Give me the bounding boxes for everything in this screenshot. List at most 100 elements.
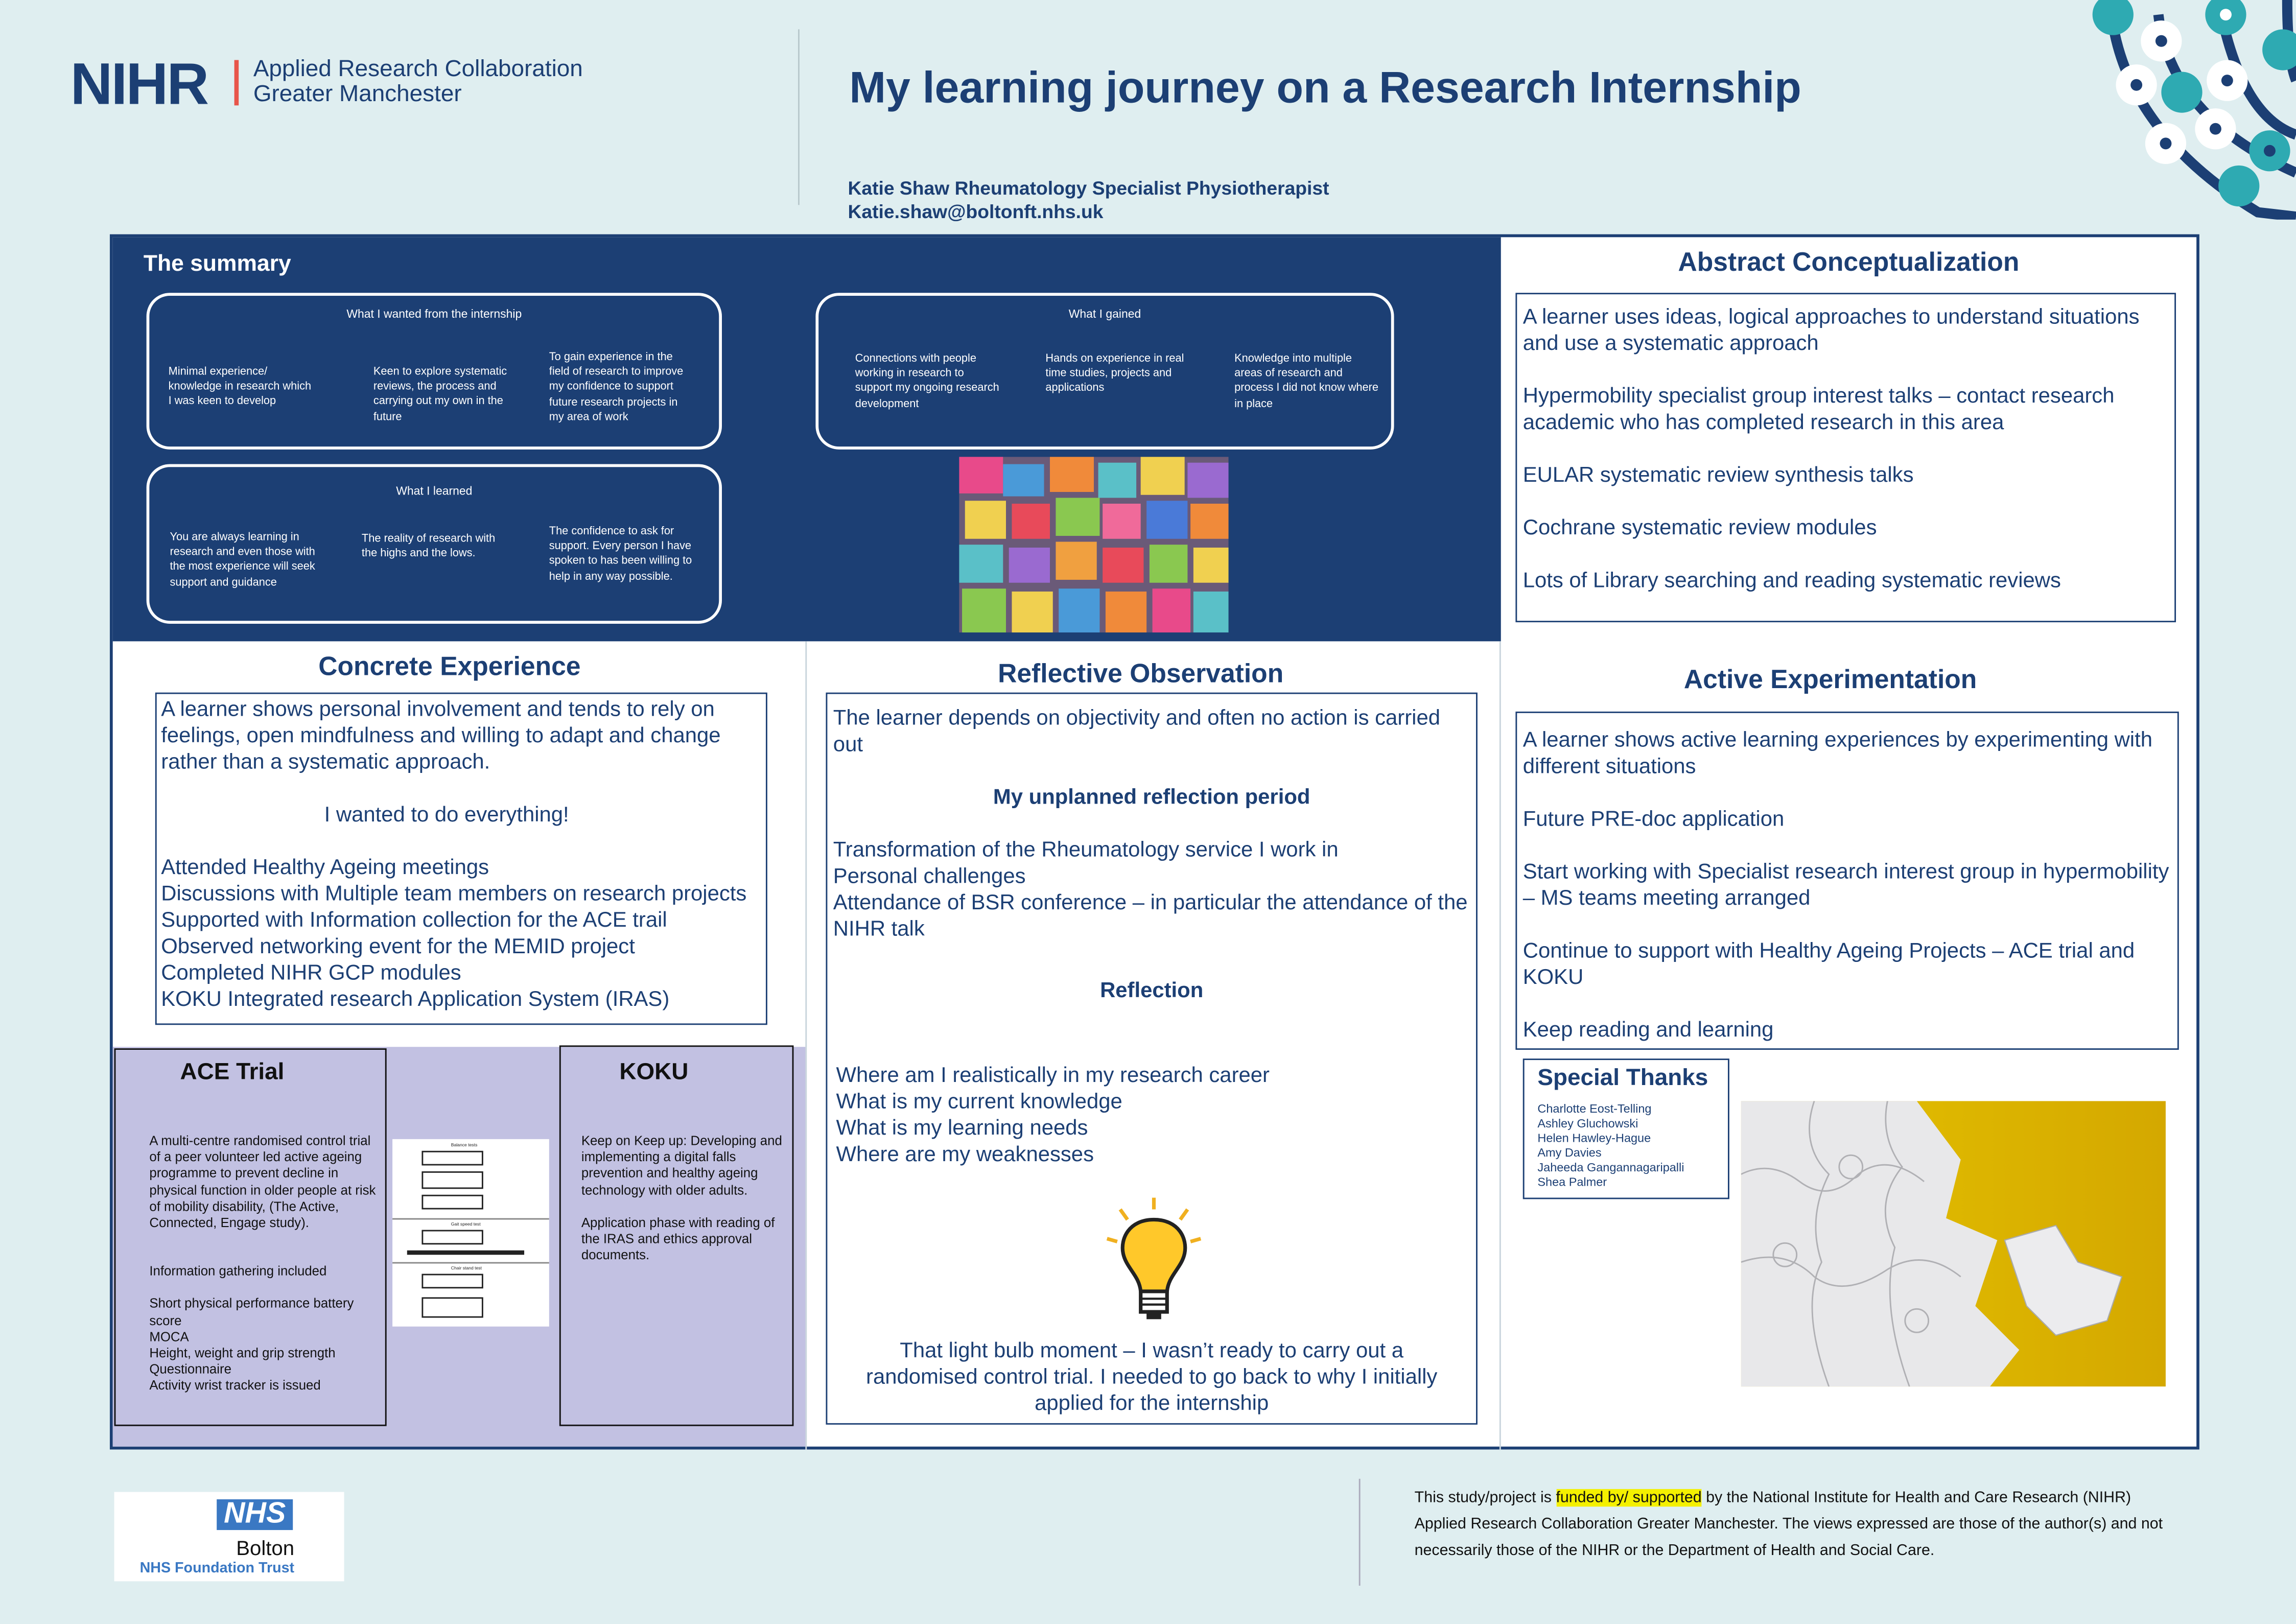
abstract-item: Hypermobility specialist group interest …: [1522, 385, 2115, 435]
figure-gait-label: Gait speed test: [451, 1221, 481, 1227]
funding-text: by the National Institute for Health and…: [1414, 1489, 2163, 1560]
concrete-title: Concrete Experience: [318, 651, 581, 681]
light-bulb-moment: That light bulb moment – I wasn’t ready …: [866, 1339, 1438, 1416]
thanks-name: Ashley Gluchowski: [1537, 1117, 1638, 1131]
wanted-item: Minimal experience/ knowledge in researc…: [168, 364, 312, 408]
concrete-item: KOKU Integrated research Application Sys…: [161, 988, 670, 1012]
reflective-title: Reflective Observation: [998, 658, 1284, 689]
koku-description: Keep on Keep up: Developing and implemen…: [581, 1133, 782, 1197]
reflection-period-heading: My unplanned reflection period: [993, 786, 1310, 810]
reflective-item: Attendance of BSR conference – in partic…: [833, 891, 1468, 942]
thanks-name: Jaheeda Gangannagaripalli: [1537, 1161, 1684, 1174]
learned-item: The confidence to ask for support. Every…: [549, 524, 692, 582]
bolton-nhs-logo: NHS Bolton NHS Foundation Trust: [114, 1492, 344, 1582]
ace-item: Height, weight and grip strength: [149, 1346, 336, 1360]
ace-info-heading: Information gathering included: [149, 1264, 327, 1279]
koku-description-2: Application phase with reading of the IR…: [581, 1215, 775, 1263]
light-bulb-icon: [1106, 1197, 1202, 1320]
abstract-title: Abstract Conceptualization: [1678, 247, 2020, 277]
learned-heading: What I learned: [396, 484, 473, 498]
reflection-question: Where are my weaknesses: [836, 1143, 1094, 1167]
koku-box: KOKU Keep on Keep up: Developing and imp…: [559, 1045, 794, 1426]
active-item: Start working with Specialist research i…: [1522, 861, 2169, 911]
author-email[interactable]: Katie.shaw@boltonft.nhs.uk: [848, 200, 1104, 223]
abstract-box: A learner uses ideas, logical approaches…: [1515, 293, 2176, 623]
gained-heading: What I gained: [1068, 307, 1141, 321]
reflective-item: Personal challenges: [833, 865, 1026, 889]
concrete-intro: A learner shows personal involvement and…: [161, 698, 721, 775]
summary-section: The summary What I wanted from the inter…: [112, 237, 1501, 642]
thanks-title: Special Thanks: [1537, 1066, 1708, 1091]
abstract-item: A learner uses ideas, logical approaches…: [1522, 306, 2140, 356]
page-title: My learning journey on a Research Intern…: [849, 64, 1801, 113]
concrete-item: Observed networking event for the MEMID …: [161, 935, 635, 959]
reflection-question: What is my current knowledge: [836, 1091, 1122, 1115]
logo-divider: [234, 60, 239, 106]
reflection-question: What is my learning needs: [836, 1117, 1088, 1141]
ace-item: Short physical performance battery score: [149, 1296, 354, 1328]
summary-title: The summary: [143, 251, 291, 277]
reflective-item: Transformation of the Rheumatology servi…: [833, 839, 1339, 863]
funding-statement: This study/project is funded by/ support…: [1415, 1485, 2176, 1564]
concrete-item: Supported with Information collection fo…: [161, 909, 667, 933]
concrete-item: Discussions with Multiple team members o…: [161, 883, 747, 907]
active-item: Future PRE-doc application: [1522, 808, 1785, 832]
wanted-item: Keen to explore systematic reviews, the …: [373, 364, 507, 423]
wanted-item: To gain experience in the field of resea…: [549, 349, 684, 423]
ace-item: Questionnaire: [149, 1362, 231, 1377]
decorative-network-graphic: [2092, 0, 2296, 220]
concrete-item: Completed NIHR GCP modules: [161, 962, 461, 985]
concrete-box: A learner shows personal involvement and…: [155, 692, 767, 1025]
gained-item: Connections with people working in resea…: [855, 351, 999, 410]
learned-box: What I learned You are always learning i…: [146, 464, 722, 624]
abstract-item: Lots of Library searching and reading sy…: [1522, 569, 2061, 593]
figure-balance-label: Balance tests: [451, 1142, 478, 1148]
active-title: Active Experimentation: [1683, 665, 1977, 694]
puzzle-blocks-image: [959, 457, 1229, 633]
learned-item: The reality of research with the highs a…: [361, 531, 496, 560]
active-item: Continue to support with Healthy Ageing …: [1522, 940, 2135, 990]
reflective-box: The learner depends on objectivity and o…: [826, 692, 1478, 1425]
header-divider: [798, 29, 800, 205]
ace-item: MOCA: [149, 1329, 189, 1344]
thanks-name: Shea Palmer: [1537, 1175, 1607, 1189]
logo-line2: Greater Manchester: [253, 82, 462, 107]
gained-item: Hands on experience in real time studies…: [1045, 351, 1184, 395]
ace-description: A multi-centre randomised control trial …: [149, 1133, 376, 1230]
abstract-item: Cochrane systematic review modules: [1522, 516, 1877, 540]
sppb-figure: Balance tests Gait speed test Chair stan…: [392, 1139, 549, 1327]
ace-title: ACE Trial: [180, 1060, 285, 1085]
footer-divider: [1358, 1478, 1361, 1586]
special-thanks-box: Special Thanks Charlotte Eost-Telling As…: [1522, 1058, 1729, 1199]
thanks-name: Amy Davies: [1537, 1146, 1602, 1160]
concrete-item: Attended Healthy Ageing meetings: [161, 856, 489, 880]
trust-label: NHS Foundation Trust: [139, 1561, 295, 1577]
ace-trial-box: ACE Trial A multi-centre randomised cont…: [114, 1048, 387, 1426]
logo-line1: Applied Research Collaboration: [253, 57, 583, 82]
thanks-name: Helen Hawley-Hague: [1537, 1132, 1651, 1145]
learned-item: You are always learning in research and …: [170, 530, 315, 589]
nhs-wordmark: NHS: [217, 1498, 293, 1531]
jigsaw-puzzle-image: [1741, 1101, 2166, 1387]
bolton-label: Bolton: [236, 1536, 295, 1560]
gained-item: Knowledge into multiple areas of researc…: [1234, 351, 1379, 410]
ace-item: Activity wrist tracker is issued: [149, 1378, 321, 1393]
concrete-quote: I wanted to do everything!: [324, 804, 569, 828]
wanted-box: What I wanted from the internship Minima…: [146, 293, 722, 450]
nihr-wordmark: NIHR: [70, 53, 209, 117]
active-item: Keep reading and learning: [1522, 1019, 1774, 1043]
funding-text: This study/project is: [1414, 1489, 1556, 1507]
koku-title: KOKU: [619, 1060, 689, 1085]
wanted-heading: What I wanted from the internship: [346, 307, 522, 321]
thanks-name: Charlotte Eost-Telling: [1537, 1102, 1652, 1116]
column-divider: [805, 641, 807, 1450]
column-divider: [1499, 641, 1501, 1450]
author: Katie Shaw Rheumatology Specialist Physi…: [848, 177, 1329, 199]
active-item: A learner shows active learning experien…: [1522, 729, 2152, 779]
gained-box: What I gained Connections with people wo…: [815, 293, 1394, 450]
funding-highlight: funded by/ supported: [1556, 1489, 1702, 1507]
active-box: A learner shows active learning experien…: [1515, 711, 2179, 1050]
reflection-heading: Reflection: [1100, 979, 1204, 1003]
abstract-item: EULAR systematic review synthesis talks: [1522, 464, 1914, 488]
reflection-question: Where am I realistically in my research …: [836, 1064, 1270, 1088]
